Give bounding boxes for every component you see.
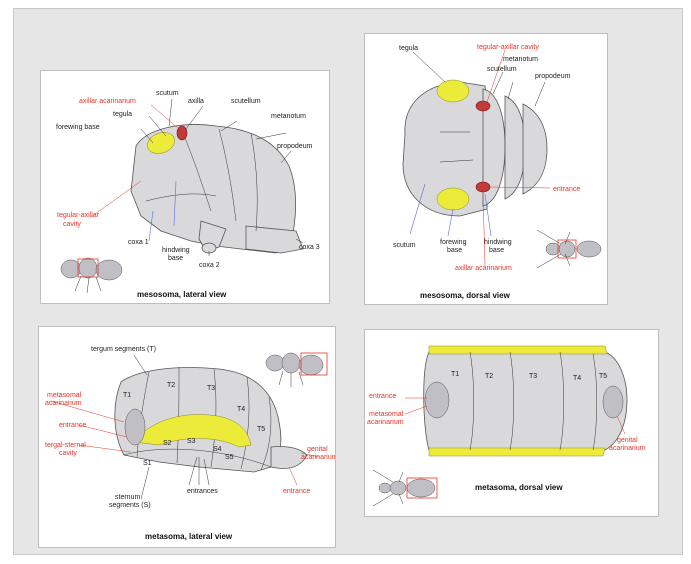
- bee-thumbnail-dorsal-metasoma: [373, 470, 437, 506]
- label-S1: S1: [143, 460, 152, 467]
- label-forewing-base-1: forewing: [440, 239, 467, 246]
- label-tegula: tegula: [113, 111, 132, 118]
- label-T5: T5: [599, 373, 607, 380]
- label-scutum: scutum: [393, 242, 416, 249]
- label-tergal-sternal-cavity-2: cavity: [59, 450, 77, 457]
- label-sternum-segments-1: sternum: [115, 494, 140, 501]
- metanotum-shape: [505, 96, 525, 199]
- label-S5: S5: [225, 454, 234, 461]
- label-S3: S3: [187, 438, 196, 445]
- genital-acarinarium-dorsal: [603, 386, 623, 418]
- label-coxa2: coxa 2: [199, 262, 220, 269]
- label-axillar-acarinarium: axillar acarinarium: [455, 265, 512, 272]
- propodeum-shape: [523, 104, 547, 194]
- label-coxa1: coxa 1: [128, 239, 149, 246]
- label-metanotum: metanotum: [271, 113, 306, 120]
- label-metanotum: metanotum: [503, 56, 538, 63]
- label-entrance: entrance: [553, 186, 580, 193]
- label-metasomal-acarinarium-1: metasomal: [47, 392, 82, 399]
- mesosoma-dorsal-illustration: tegula tegular-axillar cavity metanotum …: [365, 34, 608, 305]
- label-axillar-acarinarium: axillar acarinarium: [79, 98, 136, 105]
- metasomal-acarinarium-dorsal: [425, 382, 449, 418]
- bee-thumbnail-dorsal: [537, 230, 601, 268]
- label-coxa3: coxa 3: [299, 244, 320, 251]
- label-forewing-base-2: base: [447, 247, 462, 254]
- label-entrance: entrance: [369, 393, 396, 400]
- panel-metasoma-lateral: T1 T2 T3 T4 T5 S1 S2 S3 S4 S5 tergum seg…: [38, 326, 336, 548]
- label-T2: T2: [485, 373, 493, 380]
- cavity-bottom: [476, 182, 490, 192]
- label-sternum-segments-2: segments (S): [109, 502, 151, 509]
- label-genital-acarinarium-1: genital: [617, 437, 638, 444]
- label-scutellum: scutellum: [231, 98, 261, 105]
- caption-metasoma-dorsal: metasoma, dorsal view: [475, 483, 563, 492]
- label-tegular-axillar-cavity-2: cavity: [63, 221, 81, 228]
- label-entrance-right: entrance: [283, 488, 310, 495]
- label-S2: S2: [163, 440, 172, 447]
- label-hindwing-base-2: base: [168, 255, 183, 262]
- label-axilla: axilla: [188, 98, 204, 105]
- label-T2: T2: [167, 382, 175, 389]
- label-T1: T1: [123, 392, 131, 399]
- caption-mesosoma-lateral: mesosoma, lateral view: [137, 290, 227, 299]
- label-entrances: entrances: [187, 488, 218, 495]
- label-scutum: scutum: [156, 90, 179, 97]
- label-T4: T4: [237, 406, 245, 413]
- label-genital-acarinarium-2: acarinarium: [301, 454, 336, 461]
- label-propodeum: propodeum: [277, 143, 313, 150]
- label-T3: T3: [207, 385, 215, 392]
- tegula-left-yellow: [437, 80, 469, 102]
- coxa3-shape: [246, 226, 303, 253]
- tegula-right-yellow: [437, 188, 469, 210]
- label-genital-acarinarium-2: acarinarium: [609, 445, 646, 452]
- label-T4: T4: [573, 375, 581, 382]
- panel-metasoma-dorsal: T1 T2 T3 T4 T5 entrance metasomal acarin…: [364, 329, 659, 517]
- label-forewing-base: forewing base: [56, 124, 100, 131]
- label-hindwing-base-2: base: [489, 247, 504, 254]
- cavity-top: [476, 101, 490, 111]
- bottom-yellow-band: [429, 448, 605, 456]
- mesosoma-lateral-illustration: scutum axilla scutellum axillar acarinar…: [41, 71, 330, 304]
- label-tergum-segments: tergum segments (T): [91, 346, 156, 353]
- caption-metasoma-lateral: metasoma, lateral view: [145, 532, 233, 541]
- panel-mesosoma-dorsal: tegula tegular-axillar cavity metanotum …: [364, 33, 608, 305]
- label-S4: S4: [213, 446, 222, 453]
- label-metasomal-acarinarium-2: acarinarium: [367, 419, 404, 426]
- axillar-acarinarium-cavity: [177, 126, 187, 140]
- label-T5: T5: [257, 426, 265, 433]
- label-propodeum: propodeum: [535, 73, 571, 80]
- label-T1: T1: [451, 371, 459, 378]
- bee-thumbnail-lateral: [61, 258, 122, 293]
- panel-mesosoma-lateral: scutum axilla scutellum axillar acarinar…: [40, 70, 330, 304]
- metasoma-lateral-illustration: T1 T2 T3 T4 T5 S1 S2 S3 S4 S5 tergum seg…: [39, 327, 336, 548]
- metasoma-dorsal-illustration: T1 T2 T3 T4 T5 entrance metasomal acarin…: [365, 330, 659, 517]
- caption-mesosoma-dorsal: mesosoma, dorsal view: [420, 291, 511, 300]
- label-metasomal-acarinarium-2: acarinarium: [45, 400, 82, 407]
- label-hindwing-base-1: hindwing: [484, 239, 512, 246]
- label-tegula: tegula: [399, 45, 418, 52]
- label-metasomal-acarinarium-1: metasomal: [369, 411, 404, 418]
- label-tegular-axillar-cavity: tegular-axillar cavity: [477, 44, 539, 51]
- label-entrance-left: entrance: [59, 422, 86, 429]
- bee-thumbnail-lateral-metasoma: [266, 353, 327, 387]
- label-scutellum: scutellum: [487, 66, 517, 73]
- label-hindwing-base-1: hindwing: [162, 247, 190, 254]
- label-tegular-axillar-cavity-1: tegular-axillar: [57, 212, 100, 219]
- label-genital-acarinarium-1: genital: [307, 446, 328, 453]
- metasomal-acarinarium-shade: [125, 409, 145, 445]
- top-yellow-band: [429, 346, 607, 354]
- label-T3: T3: [529, 373, 537, 380]
- label-tergal-sternal-cavity-1: tergal-sternal: [45, 442, 86, 449]
